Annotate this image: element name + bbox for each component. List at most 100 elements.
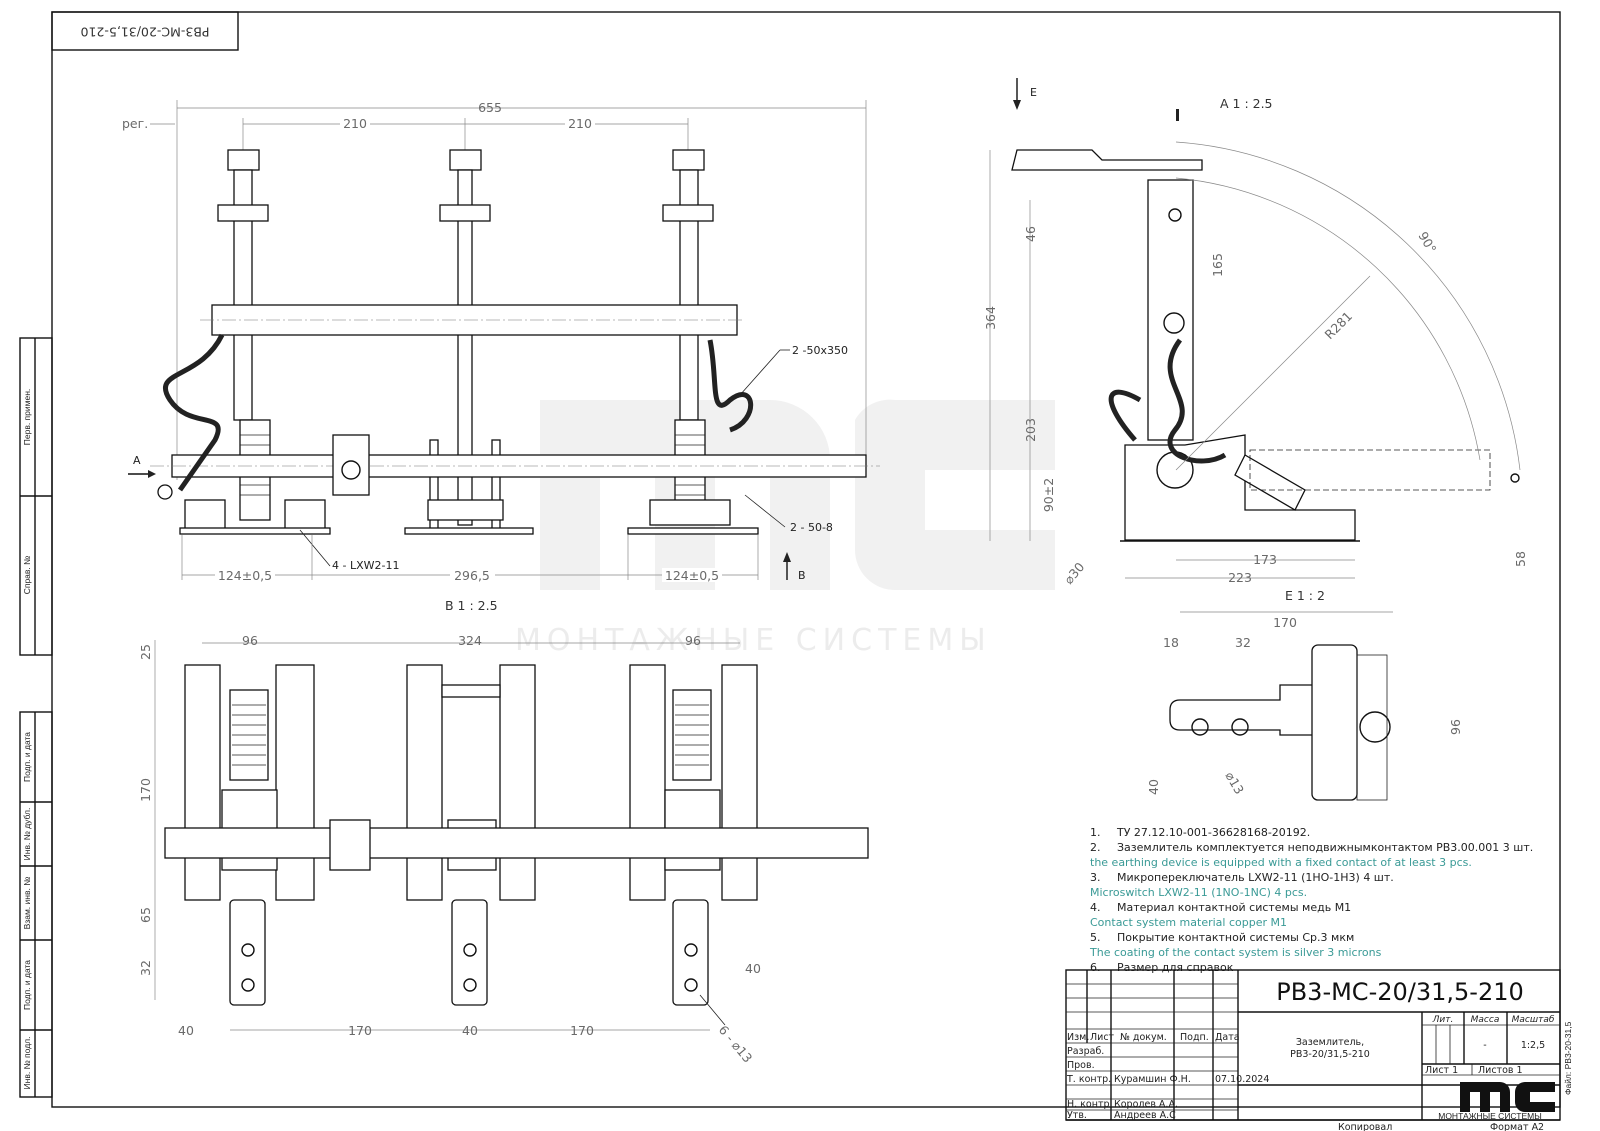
view-e: E 1 : 2 170 18 32 96 40 ⌀13	[1146, 588, 1463, 801]
margin-inv-podl: Инв. № подл.	[22, 1037, 32, 1090]
top-stamp: РВ3-МС-20/31,5-210	[80, 25, 209, 40]
sheet-number: Лист 1	[1425, 1065, 1458, 1076]
margin-sign-date-1: Подп. и дата	[22, 732, 32, 782]
note-3-ru: Микропереключатель LXW2-11 (1НО-1Н3) 4 ш…	[1117, 871, 1394, 884]
dim-bottom-mid: 296,5	[454, 568, 490, 583]
dim-90: 90±2	[1041, 478, 1056, 512]
watermark: МОНТАЖНЫЕ СИСТЕМЫ	[515, 399, 1055, 658]
title-block-text: РВ3-МС-20/31,5-210 Заземлитель, РВ3-20/3…	[1066, 978, 1555, 1131]
note-5-ru: Покрытие контактной системы Ср.3 мкм	[1117, 931, 1354, 944]
note-2-ru: Заземлитель комплектуется неподвижнымкон…	[1117, 841, 1533, 854]
dim-46: 46	[1023, 226, 1038, 242]
left-margin-strip: Перв. примен. Справ. № Подп. и дата Инв.…	[19, 337, 53, 1098]
scale-value: 1:2,5	[1521, 1040, 1545, 1051]
view-b: B 1 : 2.5 96 324 96 25 170 65 32	[138, 598, 869, 1066]
dim-173: 173	[1253, 552, 1277, 567]
dim-e-dia13: ⌀13	[1222, 769, 1247, 797]
dim-96b: 96	[685, 633, 701, 648]
margin-inv-dubl: Инв. № дубл.	[22, 808, 32, 861]
callout-switch: 4 - LXW2-11	[332, 559, 399, 572]
technical-notes: 1. ТУ 27.12.10-001-36628168-20192. 2. За…	[1089, 826, 1533, 974]
dim-e-170: 170	[1273, 615, 1297, 630]
dim-223: 223	[1228, 570, 1252, 585]
callout-flex: 2 -50x350	[792, 344, 848, 357]
margin-sprav-no: Справ. №	[22, 556, 32, 595]
role-razrab: Разраб.	[1067, 1046, 1104, 1057]
file-label: Файл: РВ3-20-31,5	[1563, 1021, 1573, 1095]
note-4-num: 4.	[1090, 901, 1101, 914]
hdr-list: Лист	[1090, 1032, 1115, 1043]
dim-pitch-1: 210	[343, 116, 367, 131]
note-4-en: Contact system material copper M1	[1090, 916, 1287, 929]
person-tkontr: Курамшин Ф.Н.	[1114, 1074, 1191, 1085]
dim-40a: 40	[178, 1023, 194, 1038]
company-logo: МОНТАЖНЫЕ СИСТЕМЫ	[1438, 1082, 1555, 1121]
dim-bottom-right: 124±0,5	[665, 568, 719, 583]
view-b-title: B 1 : 2.5	[445, 598, 498, 613]
title-block-grid	[1065, 969, 1561, 1121]
note-3-num: 3.	[1090, 871, 1101, 884]
lit-label: Лит.	[1432, 1015, 1454, 1025]
dim-65: 65	[138, 907, 153, 923]
bracket	[332, 434, 370, 496]
scale-label: Масштаб	[1512, 1015, 1555, 1025]
note-3-en: Microswitch LXW2-11 (1NO-1NC) 4 pcs.	[1090, 886, 1307, 899]
dim-dia30: ⌀30	[1061, 559, 1088, 587]
role-utv: Утв.	[1067, 1110, 1087, 1121]
hdr-doc: № докум.	[1120, 1032, 1167, 1043]
front-view: 655 210 210 рег.	[122, 100, 880, 583]
note-2-num: 2.	[1090, 841, 1101, 854]
dim-pitch-2: 210	[568, 116, 592, 131]
note-6-ru: Размер для справок	[1117, 961, 1234, 974]
note-2-en: the earthing device is equipped with a f…	[1090, 856, 1472, 869]
dim-170v: 170	[138, 778, 153, 802]
dim-e-18: 18	[1163, 635, 1179, 650]
mass-value: -	[1483, 1040, 1486, 1051]
dim-170b: 170	[570, 1023, 594, 1038]
note-6-num: 6.	[1090, 961, 1101, 974]
arrow-b-label: B	[798, 569, 806, 582]
dim-165: 165	[1210, 253, 1225, 277]
hdr-izm: Изм.	[1067, 1032, 1089, 1043]
note-5-en: The coating of the contact system is sil…	[1089, 946, 1382, 959]
b-pole-middle	[406, 664, 536, 1006]
ref-label: рег.	[122, 116, 148, 131]
marker-e: E	[1030, 86, 1037, 99]
dim-364: 364	[983, 306, 998, 330]
person-utv: Андреев А.С	[1114, 1110, 1176, 1121]
margin-sign-date-2: Подп. и дата	[22, 960, 32, 1010]
dim-324: 324	[458, 633, 482, 648]
dim-r281: R281	[1322, 309, 1356, 343]
dim-40b: 40	[462, 1023, 478, 1038]
role-tkontr: Т. контр.	[1066, 1074, 1111, 1085]
designation: РВ3-МС-20/31,5-210	[1276, 978, 1524, 1006]
callout-lug: 2 - 50-8	[790, 521, 833, 534]
a-base	[1124, 434, 1356, 541]
section-arrow-a: A	[128, 454, 156, 478]
margin-vzam-inv: Взам. инв. №	[22, 877, 32, 930]
dim-holes: 6 - ⌀13	[716, 1022, 756, 1065]
dim-e-96: 96	[1448, 719, 1463, 735]
hdr-sign: Подп.	[1180, 1032, 1209, 1043]
note-1-ru: ТУ 27.12.10-001-36628168-20192.	[1116, 826, 1310, 839]
dim-96a: 96	[242, 633, 258, 648]
date-tkontr: 07.10.2024	[1215, 1074, 1269, 1085]
view-e-title: E 1 : 2	[1285, 588, 1325, 603]
margin-perv-primen: Перв. примен.	[22, 389, 32, 446]
role-nkontr: Н. контр.	[1067, 1099, 1113, 1110]
dim-58: 58	[1513, 551, 1528, 567]
note-1-num: 1.	[1090, 826, 1101, 839]
hdr-date: Дата	[1215, 1032, 1240, 1043]
section-arrow-b: B	[783, 552, 806, 582]
person-nkontr: Королев А.А.	[1114, 1099, 1178, 1110]
dim-170a: 170	[348, 1023, 372, 1038]
name-line-2: РВ3-20/31,5-210	[1290, 1049, 1370, 1060]
dim-angle: 90°	[1415, 229, 1439, 256]
b-shaft	[164, 827, 869, 859]
copied-label: Копировал	[1338, 1122, 1392, 1131]
pole-middle	[404, 149, 534, 535]
note-5-num: 5.	[1090, 931, 1101, 944]
dim-40r: 40	[745, 961, 761, 976]
dim-25: 25	[138, 644, 153, 660]
